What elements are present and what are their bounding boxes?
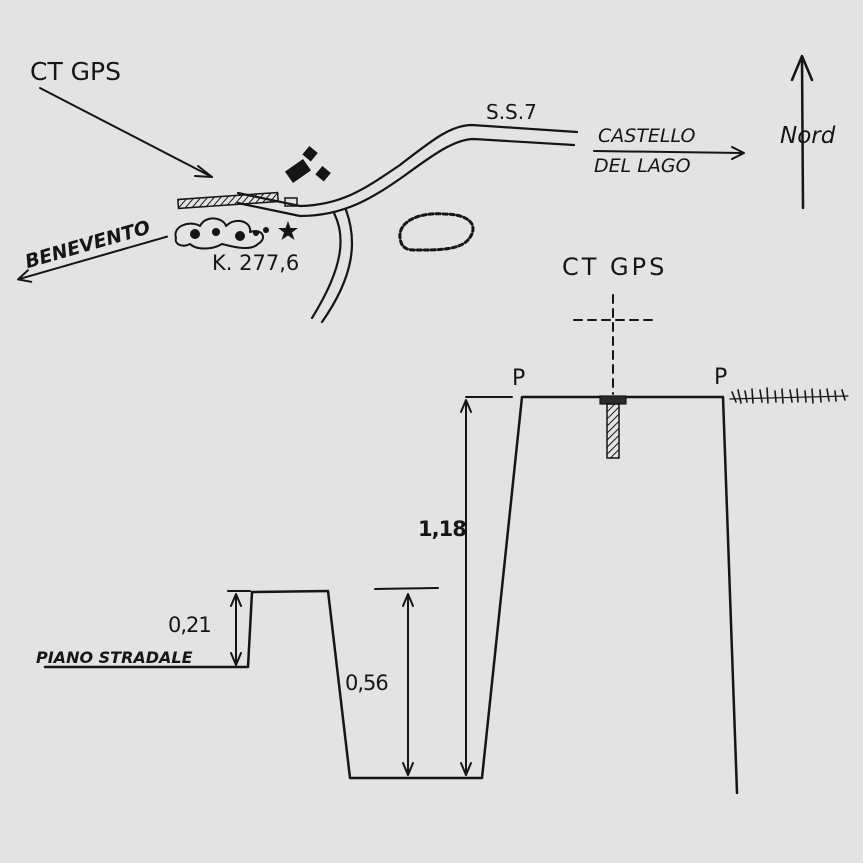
cross-section: CT GPS P P 1,18: [36, 253, 849, 795]
destination-east-line2: DEL LAGO: [594, 155, 691, 177]
grass-icon: [729, 387, 849, 404]
location-sketch: CT GPS S.S.7: [17, 54, 836, 324]
destination-east-line1: CASTELLO: [598, 125, 696, 147]
depth-ditch-label: 0,56: [345, 671, 388, 695]
branch-road: [310, 208, 354, 324]
ground-profile: [43, 395, 739, 795]
north-label: Nord: [780, 123, 836, 149]
benevento-label-group: BENEVENTO: [17, 216, 169, 283]
road-label: S.S.7: [486, 100, 537, 124]
post-left-label: P: [512, 366, 525, 391]
dimension-total: 1,18: [418, 396, 513, 776]
dimension-ditch: 0,56: [345, 587, 439, 776]
main-road: [236, 123, 579, 218]
profile-marker-label: CT GPS: [562, 253, 667, 281]
post-right-label: P: [714, 365, 727, 390]
star-icon: [278, 221, 298, 240]
height-kerb-label: 0,21: [168, 613, 211, 637]
destination-west-label: BENEVENTO: [23, 216, 153, 273]
road-level-label: PIANO STRADALE: [36, 648, 193, 667]
arrow-icon: [39, 87, 213, 178]
height-total-label: 1,18: [418, 517, 466, 541]
buildings: [284, 145, 331, 184]
crosshair: [573, 294, 653, 395]
castello-label-group: CASTELLO DEL LAGO: [593, 125, 745, 177]
post-symbol: [284, 197, 298, 207]
north-arrow-icon: Nord: [780, 54, 836, 210]
benchmark-icon: [599, 395, 627, 459]
pond: [398, 212, 475, 252]
hedge: [177, 191, 280, 210]
km-marker-label: K. 277,6: [212, 251, 299, 275]
bushes: [174, 217, 269, 250]
map-marker-label: CT GPS: [30, 57, 121, 86]
dimension-kerb: 0,21: [168, 590, 251, 666]
